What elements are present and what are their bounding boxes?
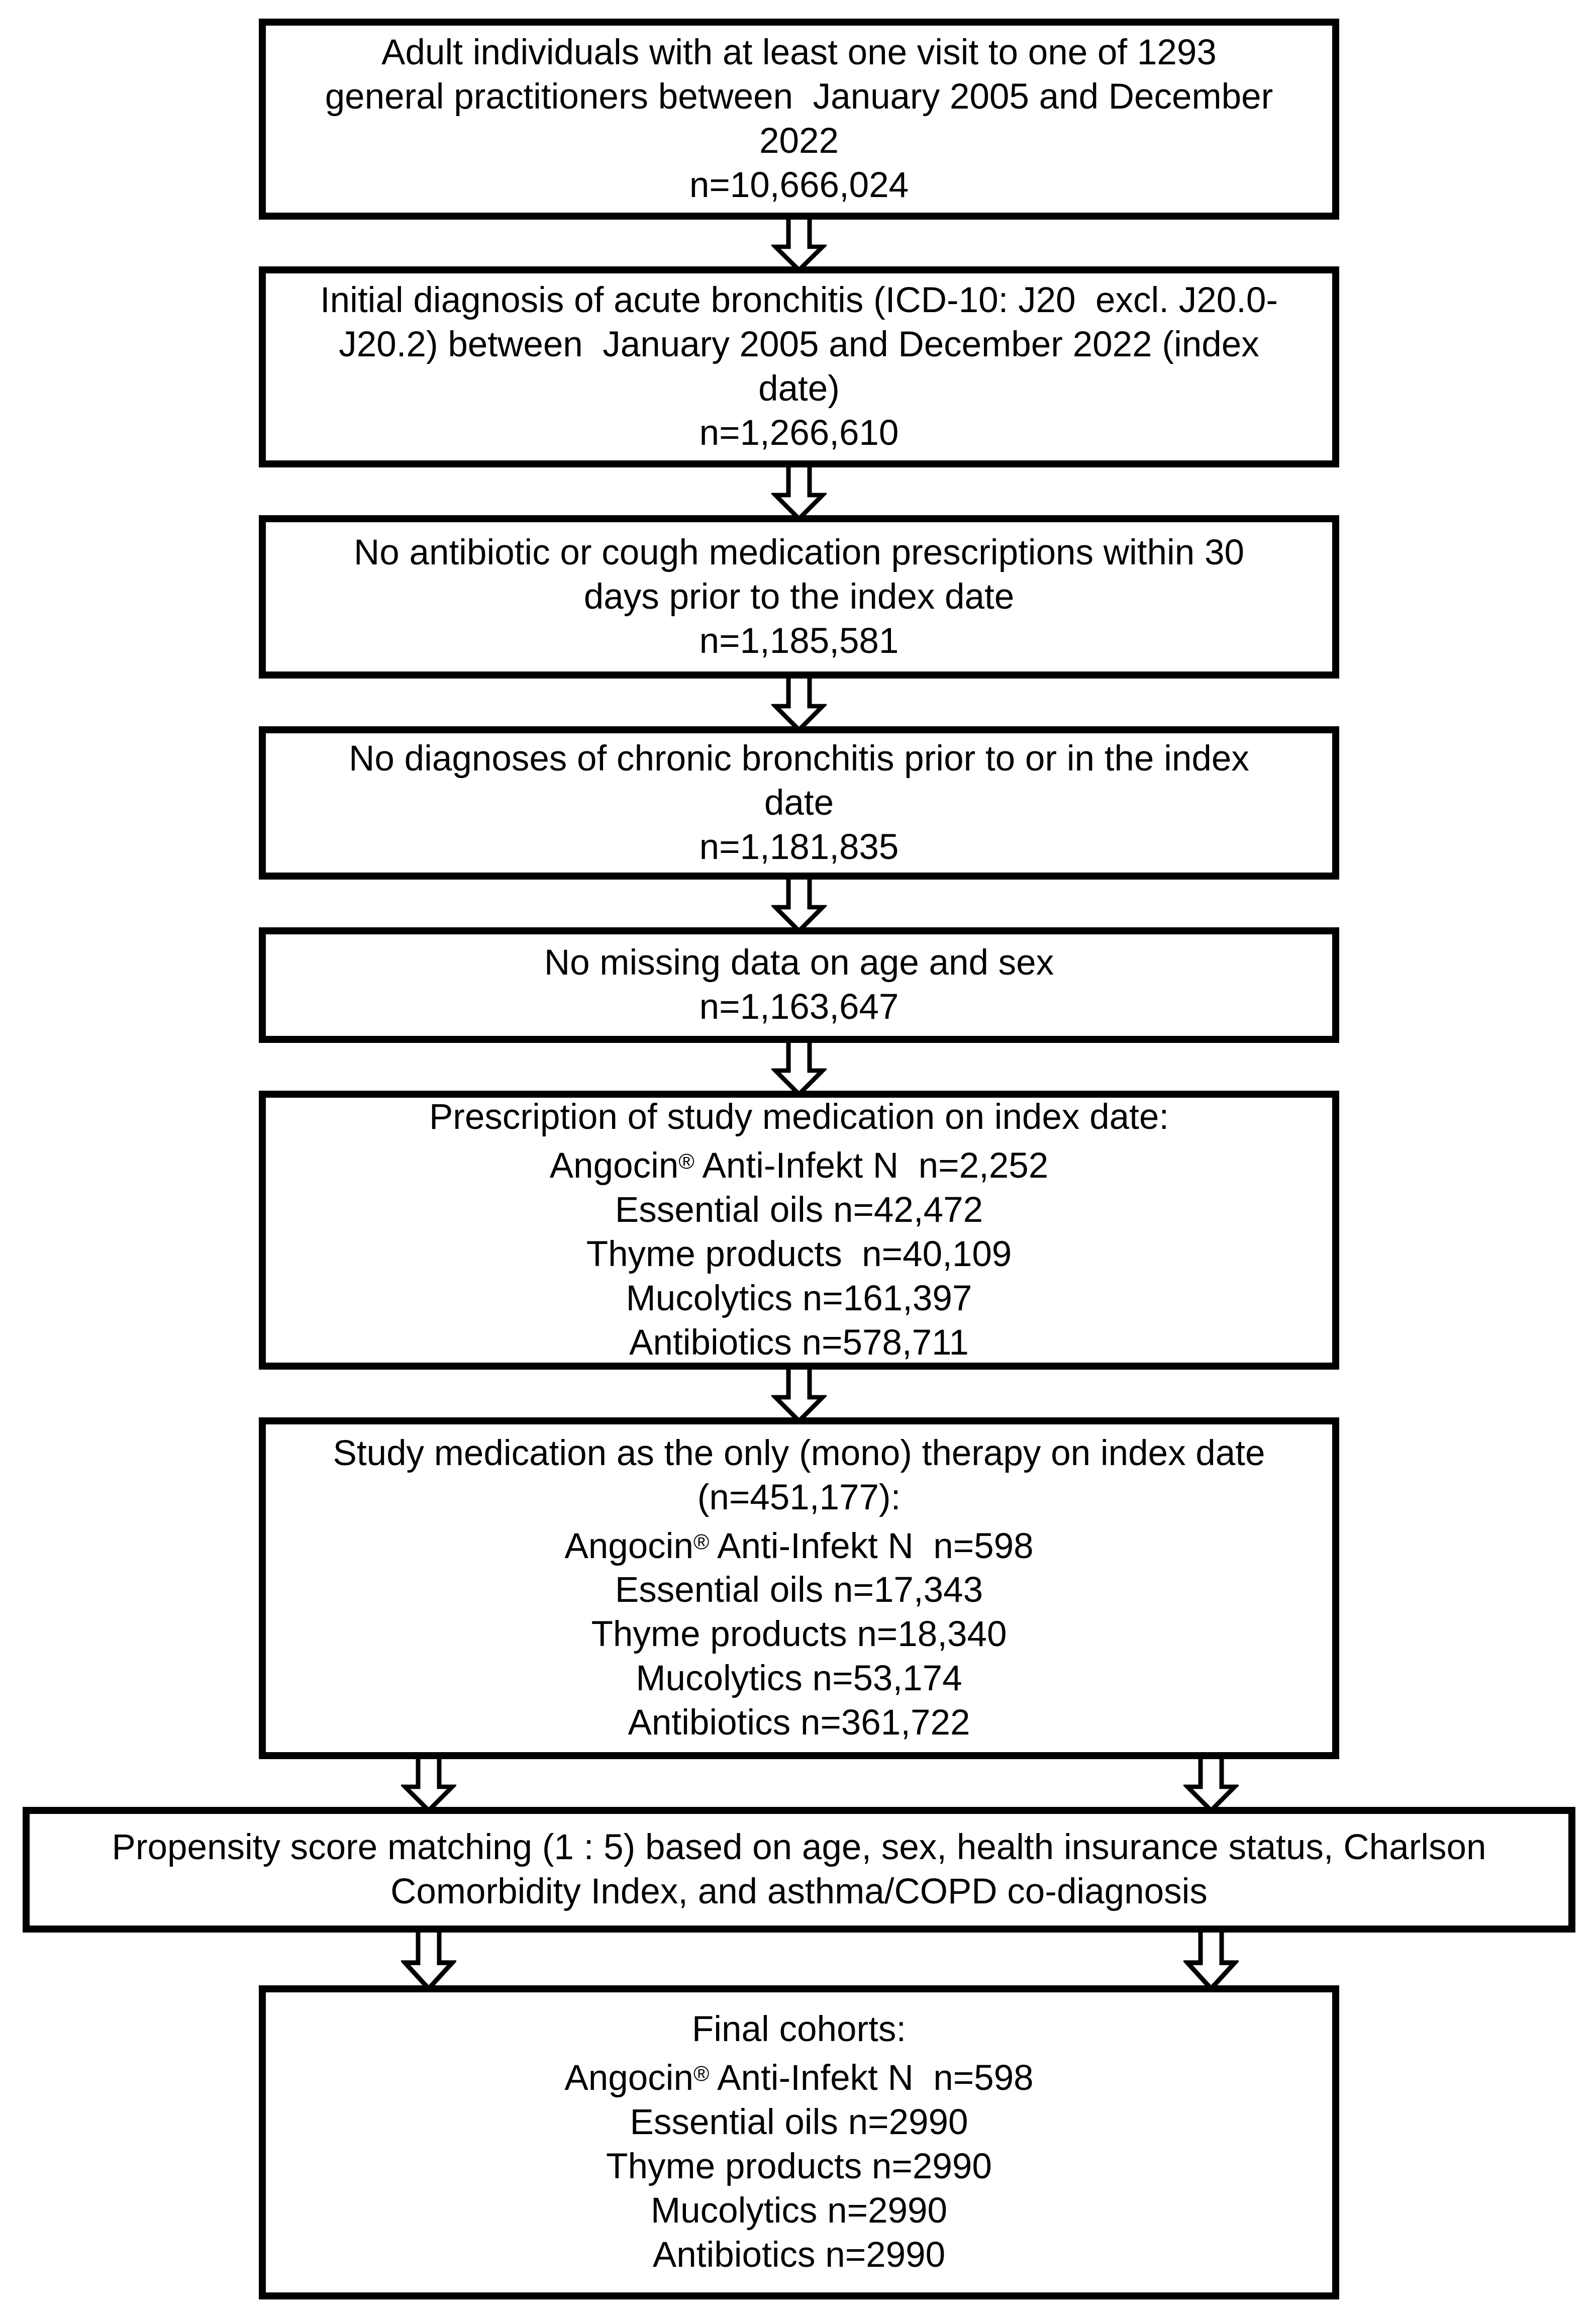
down-arrow-icon [401,1759,456,1813]
brand-count: Anti-Infekt N n=598 [709,1526,1034,1566]
box-line-angocin: Angocin® Anti-Infekt N n=598 [266,2052,1332,2100]
box-line: Essential oils n=2990 [630,2102,968,2142]
down-arrow-icon [1183,1933,1239,1992]
box-line: Mucolytics n=2990 [650,2190,947,2231]
box-line-angocin: Angocin® Anti-Infekt N n=598 [266,1520,1332,1569]
box-line: Antibiotics n=578,711 [629,1322,969,1363]
down-arrow-icon [771,220,827,273]
flow-box-no-prior-prescriptions: No antibiotic or cough medication prescr… [259,515,1339,679]
box-line: days prior to the index date [583,576,1015,617]
flow-box-source-population: Adult individuals with at least one visi… [259,19,1339,220]
box-line: Thyme products n=2990 [606,2146,992,2186]
flow-box-propensity-matching: Propensity score matching (1 : 5) based … [23,1807,1575,1933]
box-line: Thyme products n=18,340 [591,1614,1007,1655]
box-count: n=1,185,581 [699,621,899,661]
box-count: (n=451,177): [697,1477,901,1517]
box-line: Antibiotics n=2990 [652,2235,946,2275]
box-text: No missing data on age and sex n=1,163,6… [266,941,1332,1029]
box-line: Antibiotics n=361,722 [628,1703,970,1743]
box-count: n=1,181,835 [699,827,899,867]
box-line: Study medication as the only (mono) ther… [333,1433,1265,1473]
box-line: Propensity score matching (1 : 5) based … [112,1828,1486,1867]
flow-box-prescription-on-index-date: Prescription of study medication on inde… [259,1091,1339,1370]
box-line: Essential oils n=17,343 [615,1570,983,1610]
down-arrow-icon [771,467,827,522]
box-text: Prescription of study medication on inde… [266,1095,1332,1365]
box-line: J20.2) between January 2005 and December… [339,325,1259,364]
brand-count: Anti-Infekt N n=598 [709,2058,1034,2098]
brand-name: Angocin [564,1526,693,1566]
box-line: date [764,783,834,823]
down-arrow-icon [401,1933,456,1992]
box-text: Final cohorts: Angocin® Anti-Infekt N n=… [266,2007,1332,2277]
box-line-angocin: Angocin® Anti-Infekt N n=2,252 [266,1139,1332,1188]
registered-trademark-icon: ® [693,1529,710,1554]
box-count: n=1,266,610 [699,413,899,453]
registered-trademark-icon: ® [693,2062,710,2086]
down-arrow-icon [771,880,827,934]
box-line: Final cohorts: [691,2009,907,2050]
box-line: Adult individuals with at least one visi… [381,33,1217,72]
brand-name: Angocin [549,1145,679,1186]
box-count: n=1,163,647 [699,987,899,1027]
box-text: Initial diagnosis of acute bronchitis (I… [266,278,1332,455]
flow-box-final-cohorts: Final cohorts: Angocin® Anti-Infekt N n=… [259,1985,1339,2299]
down-arrow-icon [771,1370,827,1424]
box-line: No missing data on age and sex [544,943,1054,983]
box-line: Comorbidity Index, and asthma/COPD co-di… [390,1872,1208,1911]
flow-box-no-chronic-bronchitis: No diagnoses of chronic bronchitis prior… [259,726,1339,880]
box-line: No diagnoses of chronic bronchitis prior… [349,738,1249,779]
box-text: No diagnoses of chronic bronchitis prior… [266,737,1332,870]
box-line: Initial diagnosis of acute bronchitis (I… [320,280,1278,320]
box-line: Mucolytics n=161,397 [626,1278,972,1318]
box-line: general practitioners between January 20… [325,77,1273,117]
box-text: No antibiotic or cough medication prescr… [266,531,1332,663]
box-line: Essential oils n=42,472 [615,1190,983,1230]
brand-name: Angocin [564,2058,693,2098]
box-text: Propensity score matching (1 : 5) based … [30,1825,1568,1914]
box-text: Adult individuals with at least one visi… [266,31,1332,208]
flow-box-no-missing-data: No missing data on age and sex n=1,163,6… [259,927,1339,1043]
box-line: No antibiotic or cough medication prescr… [354,532,1244,572]
down-arrow-icon [771,679,827,733]
flow-box-monotherapy: Study medication as the only (mono) ther… [259,1417,1339,1759]
flow-box-initial-diagnosis: Initial diagnosis of acute bronchitis (I… [259,266,1339,467]
down-arrow-icon [1183,1759,1239,1813]
box-line: Thyme products n=40,109 [586,1234,1012,1274]
box-line: date) [758,369,840,409]
brand-count: Anti-Infekt N n=2,252 [694,1145,1049,1186]
box-count: n=10,666,024 [689,165,909,205]
down-arrow-icon [771,1043,827,1097]
box-text: Study medication as the only (mono) ther… [266,1431,1332,1746]
box-line: Prescription of study medication on inde… [429,1097,1169,1137]
box-line: Mucolytics n=53,174 [636,1659,962,1699]
registered-trademark-icon: ® [678,1149,694,1174]
box-line: 2022 [759,121,839,161]
